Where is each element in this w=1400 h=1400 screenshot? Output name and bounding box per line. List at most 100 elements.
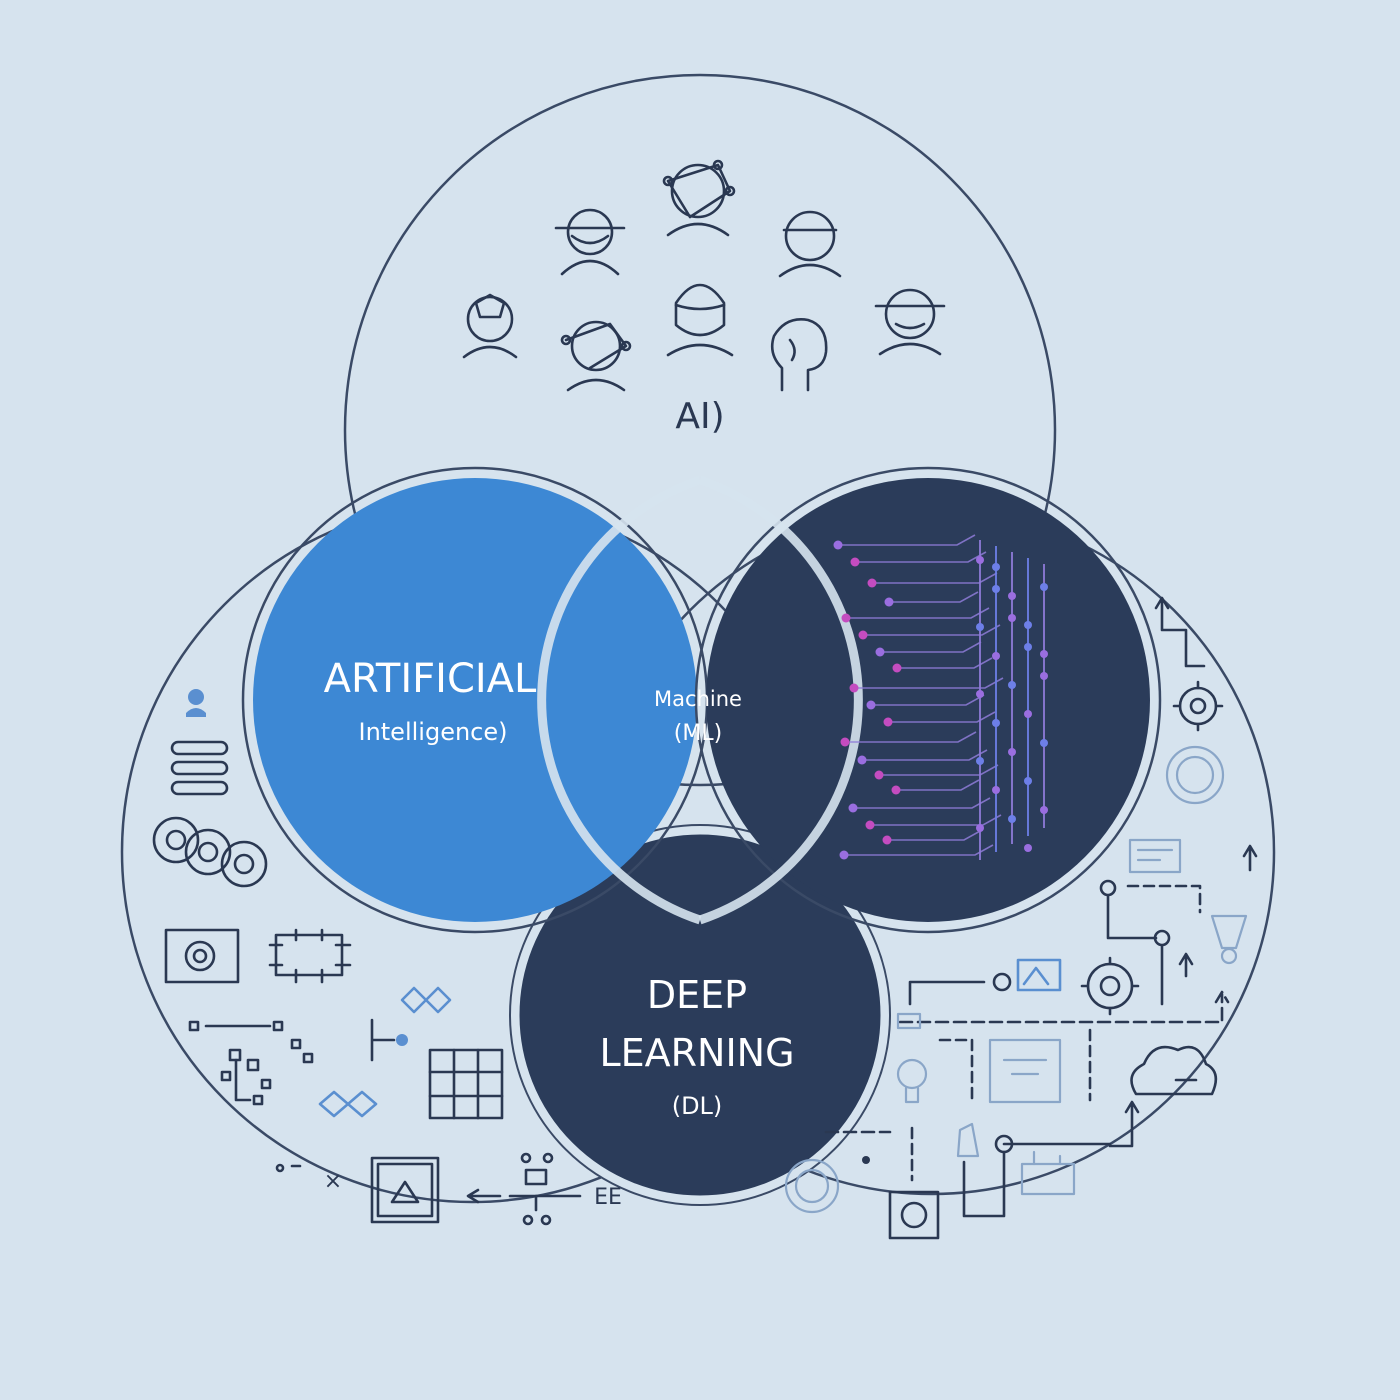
circuit-node [1040, 806, 1048, 814]
circuit-node [1040, 650, 1048, 658]
processor-chip-icon [164, 928, 240, 984]
circuit-node [867, 578, 877, 588]
circuit-node [848, 803, 858, 813]
top-ai-circle [343, 73, 1057, 787]
circuit-node [1008, 748, 1016, 756]
ml-line2: (ML) [674, 721, 722, 746]
artificial-intelligence-circle [253, 478, 697, 922]
circuit-node [1024, 710, 1032, 718]
microscope-icon [956, 1122, 980, 1158]
diamond-nodes-icon-top [400, 986, 452, 1014]
dot-marker [862, 1156, 870, 1164]
dl-line2: LEARNING [599, 1031, 794, 1075]
circuit-node [976, 824, 984, 832]
right-icons-group [784, 596, 1258, 1240]
circuit-node [1008, 592, 1016, 600]
circuit-node [839, 850, 849, 860]
dot-dash-icon [275, 1163, 302, 1173]
dl-line1: DEEP [647, 973, 747, 1017]
circuit-node [892, 663, 902, 673]
grid-table-icon [428, 1048, 504, 1120]
circuit-trace [896, 779, 980, 791]
circuit-node [882, 835, 892, 845]
server-stack-icon [896, 1012, 922, 1030]
circuit-node [857, 755, 867, 765]
circuit-node [1040, 583, 1048, 591]
circuit-node [841, 613, 851, 623]
branch-node-icon [370, 1018, 408, 1062]
circuit-trace [853, 797, 991, 809]
circuit-node [976, 623, 984, 631]
circuit-trace [880, 641, 982, 653]
neural-circuit-graphic [833, 534, 1048, 860]
gear-light-icon [784, 1158, 840, 1214]
circuit-node [992, 719, 1000, 727]
circuit-trace [897, 657, 993, 669]
circuit-trace [870, 814, 1002, 826]
circuit-node [976, 757, 984, 765]
right-connector-lines [824, 879, 1230, 1218]
circuit-node [1008, 815, 1016, 823]
deep-learning-circle-outline [509, 824, 891, 1206]
circuit-node [1040, 672, 1048, 680]
circuit-node [976, 556, 984, 564]
circuit-node [866, 700, 876, 710]
person-star-icon [462, 293, 518, 359]
circuit-trace [871, 694, 985, 706]
circuit-trace [846, 607, 990, 619]
circuit-trace [889, 591, 979, 603]
dl-line3: (DL) [672, 1092, 723, 1120]
circuit-node [875, 647, 885, 657]
gear-outline-icon [1165, 745, 1225, 805]
head-profile-icon [770, 318, 828, 392]
square-button-icon [888, 1190, 940, 1240]
circuit-node [1024, 621, 1032, 629]
right-dark-circle-outline [694, 466, 1162, 934]
left-icons-group: × EE [152, 689, 622, 1226]
cross-mark: × [324, 1169, 342, 1194]
circuit-node [976, 690, 984, 698]
user-avatar-icon [186, 689, 206, 717]
person-helmet-icon [778, 210, 842, 278]
circuit-trace [887, 829, 983, 841]
circuit-node [883, 717, 893, 727]
person-goggles-icon [874, 288, 946, 356]
ai-subtitle: Intelligence) [358, 718, 507, 746]
circuit-node [840, 737, 850, 747]
gears-cluster-icon [152, 816, 268, 888]
right-dark-circle [706, 478, 1150, 922]
circuit-node [874, 770, 884, 780]
image-robot-icon [1016, 958, 1062, 992]
deep-learning-circle [510, 825, 890, 1205]
circuit-node [865, 820, 875, 830]
lightbulb-icon [896, 1058, 928, 1104]
circuit-node [1008, 681, 1016, 689]
circuit-board-icon [268, 928, 352, 984]
face-scan-icon [988, 1038, 1062, 1104]
circuit-node [992, 563, 1000, 571]
data-panel-icon [1128, 838, 1182, 874]
person-network-icon [662, 159, 736, 237]
lens-divider [537, 475, 702, 925]
cloud-icon [1130, 1045, 1218, 1096]
circuit-trace [888, 711, 996, 723]
circuit-node [850, 557, 860, 567]
circuit-node [1008, 614, 1016, 622]
circuit-node [1040, 739, 1048, 747]
lens-divider-2 [698, 475, 863, 925]
circuit-trace [844, 844, 994, 856]
circuit-node [833, 540, 843, 550]
circuit-node [891, 785, 901, 795]
flow-tree-icon [508, 1152, 582, 1226]
badminton-shuttle-icon [1210, 914, 1248, 965]
image-frame-icon [370, 1156, 440, 1224]
gear-settings-icon [1080, 956, 1140, 1016]
step-arrow-icon [1154, 596, 1206, 668]
circuit-node [1024, 844, 1032, 852]
circuit-node [992, 652, 1000, 660]
person-mask-icon [666, 283, 734, 357]
circuit-trace [862, 749, 988, 761]
code-text: EE [594, 1185, 622, 1210]
top-ai-label: AI) [675, 396, 724, 437]
